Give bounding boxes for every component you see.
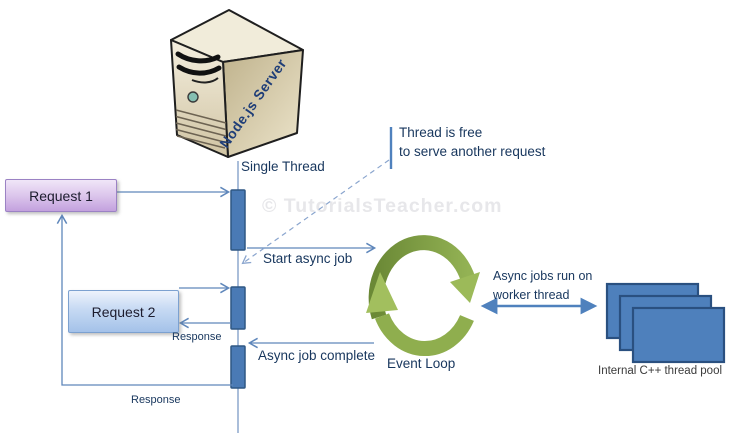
- event-loop-icon: [366, 235, 480, 357]
- start-async-label: Start async job: [263, 251, 353, 266]
- response-request2-label: Response: [172, 331, 222, 343]
- thread-free-line2: to serve another request: [399, 144, 546, 159]
- watermark: © TutorialsTeacher.com: [262, 195, 503, 217]
- single-thread-label: Single Thread: [241, 159, 325, 174]
- activation-bar-1: [230, 189, 246, 251]
- thread-free-dashed-line: [241, 159, 390, 265]
- response-request1-label: Response: [131, 394, 181, 406]
- async-jobs-label: Async jobs run on worker thread: [493, 267, 592, 305]
- activation-bar-2: [230, 286, 246, 330]
- server-power-button: [187, 91, 199, 103]
- thread-pool-icon: [605, 282, 726, 364]
- request1-box: Request 1: [5, 179, 117, 212]
- async-jobs-line2: worker thread: [493, 288, 570, 302]
- request1-label: Request 1: [29, 187, 93, 204]
- async-complete-label: Async job complete: [258, 348, 376, 363]
- server-drive-bays: [175, 51, 222, 84]
- response-request1-arrow: [56, 213, 233, 386]
- worker-thread-rect-front: [631, 306, 726, 364]
- request2-label: Request 2: [91, 303, 156, 320]
- event-loop-label: Event Loop: [387, 356, 456, 371]
- thread-free-line1: Thread is free: [399, 125, 483, 140]
- activation-bar-3: [230, 345, 246, 389]
- async-jobs-line1: Async jobs run on: [493, 269, 593, 283]
- server-icon: Node.js Server: [170, 9, 304, 158]
- thread-pool-label: Internal C++ thread pool: [598, 365, 723, 377]
- server-vents: [175, 109, 227, 149]
- request2-box: Request 2: [68, 290, 179, 333]
- thread-free-label: Thread is free to serve another request: [399, 123, 545, 161]
